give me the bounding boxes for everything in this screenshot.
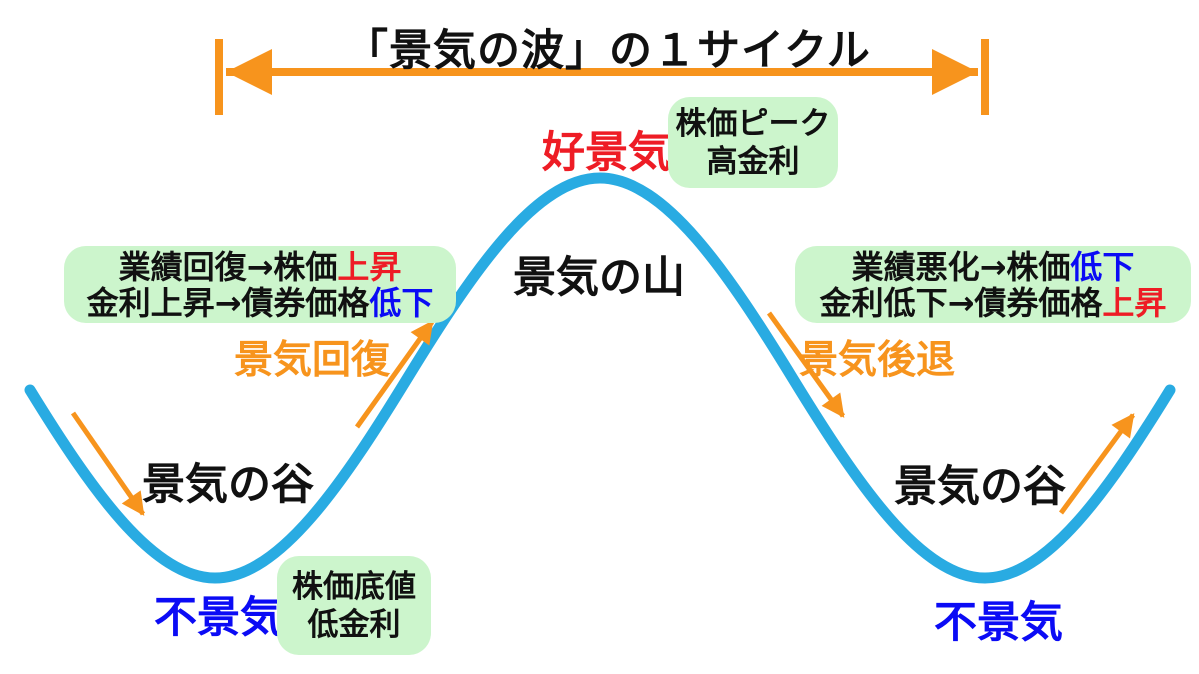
business-cycle-curve bbox=[24, 172, 1176, 584]
recovery-info-box: 業績回復→株価上昇 金利上昇→債券価格低下 bbox=[64, 246, 456, 323]
boom-label: 好景気 bbox=[542, 128, 671, 178]
left-up-arrow bbox=[354, 320, 435, 429]
right-up-arrow bbox=[1058, 413, 1136, 515]
bust-right-label: 不景気 bbox=[934, 598, 1063, 648]
recovery-phase-label: 景気回復 bbox=[234, 338, 391, 383]
trough-left-label: 景気の谷 bbox=[142, 460, 314, 510]
recovery-box-line1: 業績回復→株価上昇 bbox=[118, 247, 402, 286]
bottom-box-line2: 低金利 bbox=[307, 606, 401, 643]
peak-box-line1: 株価ピーク bbox=[675, 105, 831, 142]
diagram-title: 「景気の波」の１サイクル bbox=[345, 26, 871, 76]
right-down-arrow bbox=[766, 311, 846, 418]
left-down-arrow bbox=[70, 411, 146, 516]
peak-info-box: 株価ピーク 高金利 bbox=[668, 97, 838, 188]
recession-box-line1: 業績悪化→株価低下 bbox=[851, 247, 1135, 286]
peak-box-line2: 高金利 bbox=[706, 143, 800, 180]
trough-right-label: 景気の谷 bbox=[894, 462, 1066, 512]
bottom-info-box: 株価底値 低金利 bbox=[277, 556, 431, 655]
recession-info-box: 業績悪化→株価低下 金利低下→債券価格上昇 bbox=[795, 246, 1191, 323]
recession-phase-label: 景気後退 bbox=[799, 338, 956, 383]
bust-left-label: 不景気 bbox=[154, 593, 283, 643]
bottom-box-line1: 株価底値 bbox=[292, 568, 416, 605]
cycle-span-arrow bbox=[215, 39, 989, 115]
recession-box-line2: 金利低下→債券価格上昇 bbox=[819, 283, 1167, 322]
mountain-label: 景気の山 bbox=[513, 253, 685, 303]
recovery-box-line2: 金利上昇→債券価格低下 bbox=[86, 283, 434, 322]
